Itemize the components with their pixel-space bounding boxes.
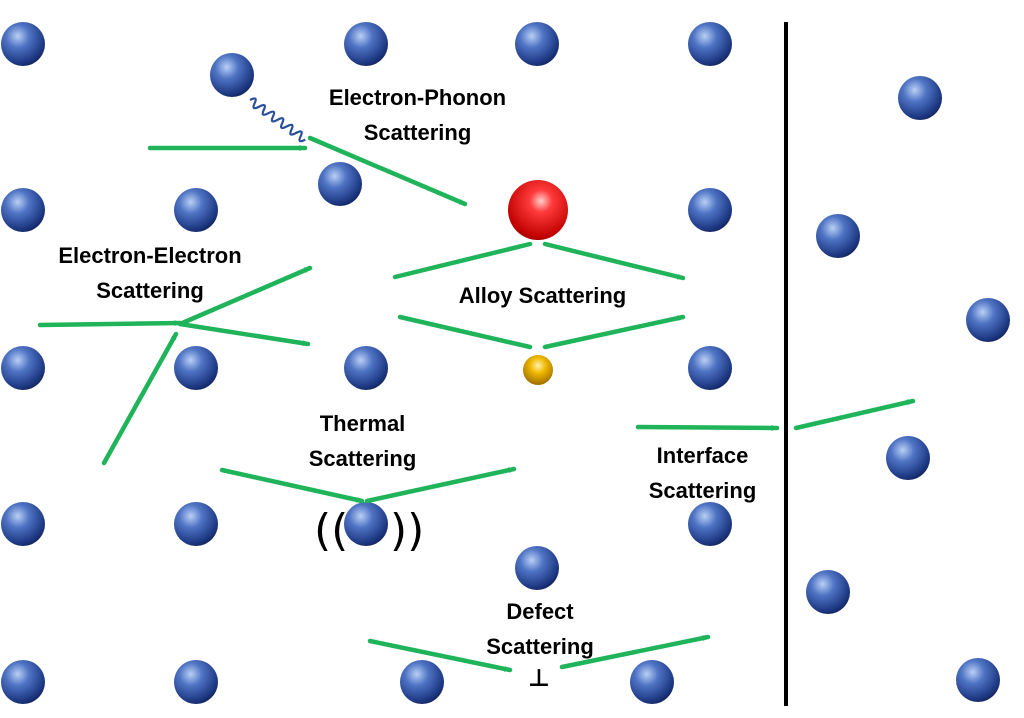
- electron-path-arrow: [542, 241, 686, 281]
- electron-path-arrow: [367, 638, 513, 673]
- label-line: Electron-Electron: [58, 243, 242, 268]
- electron-path-arrow: [793, 398, 916, 431]
- lattice-atom: [1, 660, 45, 704]
- vibration-left-mark: ((: [314, 505, 348, 556]
- lattice-atom: [1, 188, 45, 232]
- label-alloy: Alloy Scattering: [430, 278, 655, 313]
- lattice-atom: [886, 436, 930, 480]
- lattice-atom: [344, 346, 388, 390]
- electron-path-arrow: [542, 314, 686, 350]
- electron-paths: [37, 135, 916, 673]
- lattice-atom: [515, 22, 559, 66]
- lattice-atom: [688, 188, 732, 232]
- electron-path-arrow: [219, 467, 365, 504]
- lattice-atom: [318, 162, 362, 206]
- lattice-atom: [898, 76, 942, 120]
- label-defect: Defect Scattering: [470, 594, 610, 664]
- label-line: Scattering: [486, 634, 594, 659]
- label-line: Electron-Phonon: [328, 85, 507, 110]
- electron-path-arrow: [635, 424, 780, 431]
- lattice-atom: [816, 214, 860, 258]
- defect-symbol: ⊥: [528, 664, 550, 692]
- lattice-atom: [210, 53, 254, 97]
- lattice-atom: [1, 22, 45, 66]
- label-interface: Interface Scattering: [630, 438, 775, 508]
- electron-path-arrow: [37, 320, 183, 328]
- lattice-atom: [630, 660, 674, 704]
- label-line: Alloy Scattering: [458, 283, 627, 308]
- lattice-atom: [344, 22, 388, 66]
- lattice-atom: [688, 502, 732, 546]
- label-line: Scattering: [648, 478, 757, 503]
- label-line: Scattering: [308, 446, 417, 471]
- lattice-atom: [966, 298, 1010, 342]
- lattice-atom: [174, 660, 218, 704]
- lattice-atom: [688, 346, 732, 390]
- label-electron-phonon: Electron-Phonon Scattering: [305, 80, 530, 150]
- label-electron-electron: Electron-Electron Scattering: [35, 238, 265, 308]
- large-impurity-atom: [508, 180, 568, 240]
- lattice-atom: [174, 188, 218, 232]
- label-line: Scattering: [363, 120, 472, 145]
- lattice-atom: [174, 502, 218, 546]
- electron-path-arrow: [177, 265, 313, 327]
- label-line: Thermal: [319, 411, 406, 436]
- diagram-extras: (()): [249, 22, 788, 706]
- phonon-wave: [249, 97, 306, 143]
- lattice-atom: [400, 660, 444, 704]
- lattice-atom: [1, 502, 45, 546]
- electron-path-segment: [392, 241, 533, 280]
- electron-path-segment: [397, 314, 533, 350]
- vibrating-atom: [344, 502, 388, 546]
- electron-path-arrow: [307, 135, 468, 207]
- vibration-right-mark: )): [390, 505, 424, 556]
- lattice-atom: [174, 346, 218, 390]
- electron-path-arrow: [559, 634, 711, 670]
- lattice-atom: [688, 22, 732, 66]
- lattice-atoms: [1, 22, 1010, 704]
- label-line: Interface: [656, 443, 749, 468]
- lattice-atom: [956, 658, 1000, 702]
- lattice-atom: [515, 546, 559, 590]
- lattice-atom: [1, 346, 45, 390]
- lattice-atom: [806, 570, 850, 614]
- label-line: Defect: [506, 599, 574, 624]
- electron-path-arrow: [177, 321, 311, 347]
- small-impurity-atom: [523, 355, 553, 385]
- electron-path-arrow: [364, 466, 517, 504]
- electron-path-arrow: [101, 331, 179, 466]
- label-thermal: Thermal Scattering: [285, 406, 440, 476]
- label-line: Scattering: [96, 278, 204, 303]
